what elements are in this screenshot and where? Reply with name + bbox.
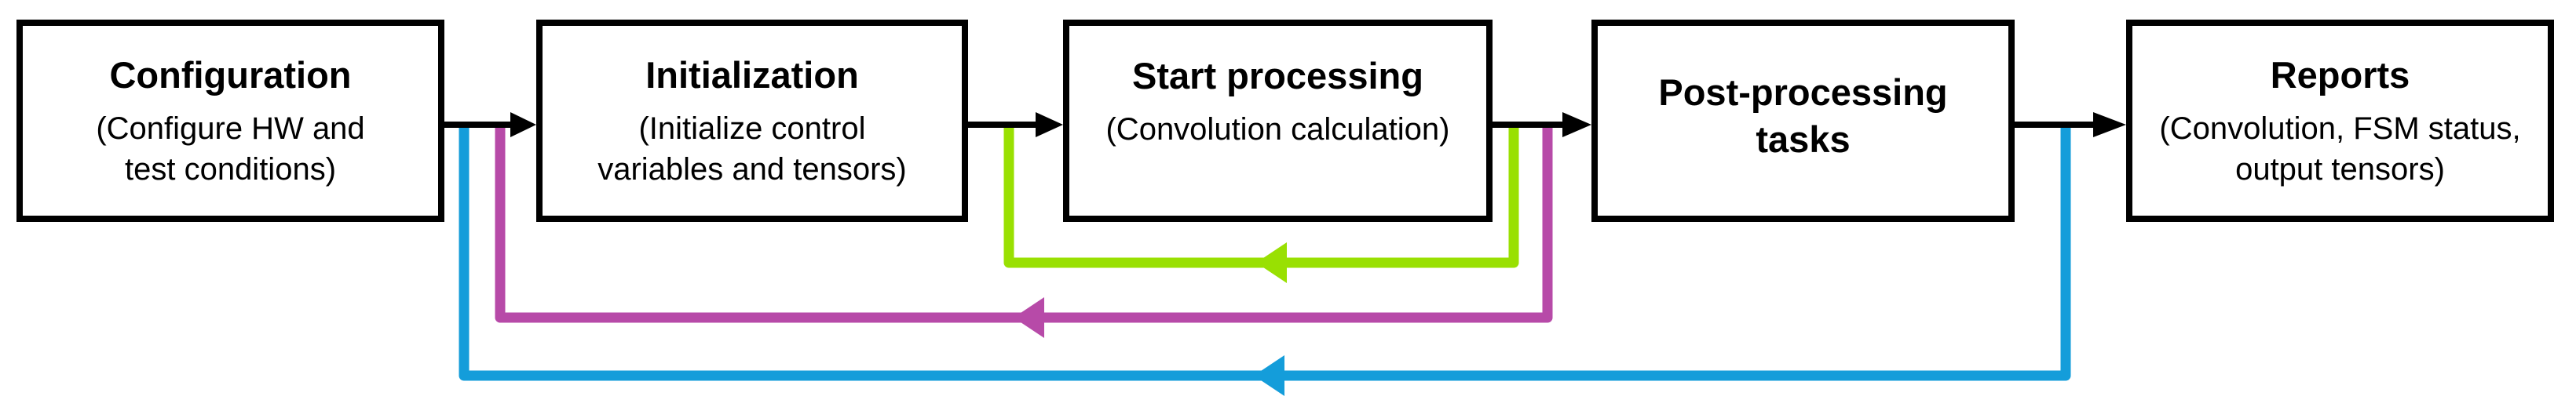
node-title: Start processing [1132,55,1423,96]
flow-node-configuration: Configuration (Configure HW and test con… [16,20,444,222]
arrowhead-right-icon [1562,112,1591,137]
arrowhead-right-icon [510,112,536,137]
node-title: Initialization [645,54,859,96]
node-title: Reports [2270,54,2410,96]
feedback-loop-blue [459,122,2071,396]
arrowhead-right-icon [1036,112,1063,137]
flow-node-post-processing-tasks: Post-processing tasks [1591,20,2015,222]
arrow-post-processing-to-reports [2013,112,2126,137]
flow-node-reports: Reports (Convolution, FSM status, output… [2126,20,2554,222]
arrow-initialization-to-start-processing [966,112,1063,137]
arrowhead-left-magenta-icon [1014,297,1044,338]
arrowhead-left-blue-icon [1254,355,1284,396]
node-subtitle: (Convolution calculation) [1105,112,1450,147]
node-title: Configuration [109,54,352,96]
feedback-loop-green [1003,122,1519,283]
arrowhead-right-icon [2093,112,2126,137]
flow-node-start-processing: Start processing (Convolution calculatio… [1063,20,1493,222]
arrow-start-processing-to-post-processing [1491,112,1591,137]
feedback-loop-magenta [495,122,1553,338]
node-subtitle: (Convolution, FSM status, output tensors… [2159,111,2521,187]
node-title: Post-processing tasks [1658,71,1948,160]
node-subtitle: (Initialize control variables and tensor… [597,111,907,187]
flow-node-initialization: Initialization (Initialize control varia… [536,20,968,222]
arrow-configuration-to-initialization [443,112,536,137]
node-subtitle: (Configure HW and test conditions) [96,111,365,187]
arrowhead-left-green-icon [1256,242,1287,283]
